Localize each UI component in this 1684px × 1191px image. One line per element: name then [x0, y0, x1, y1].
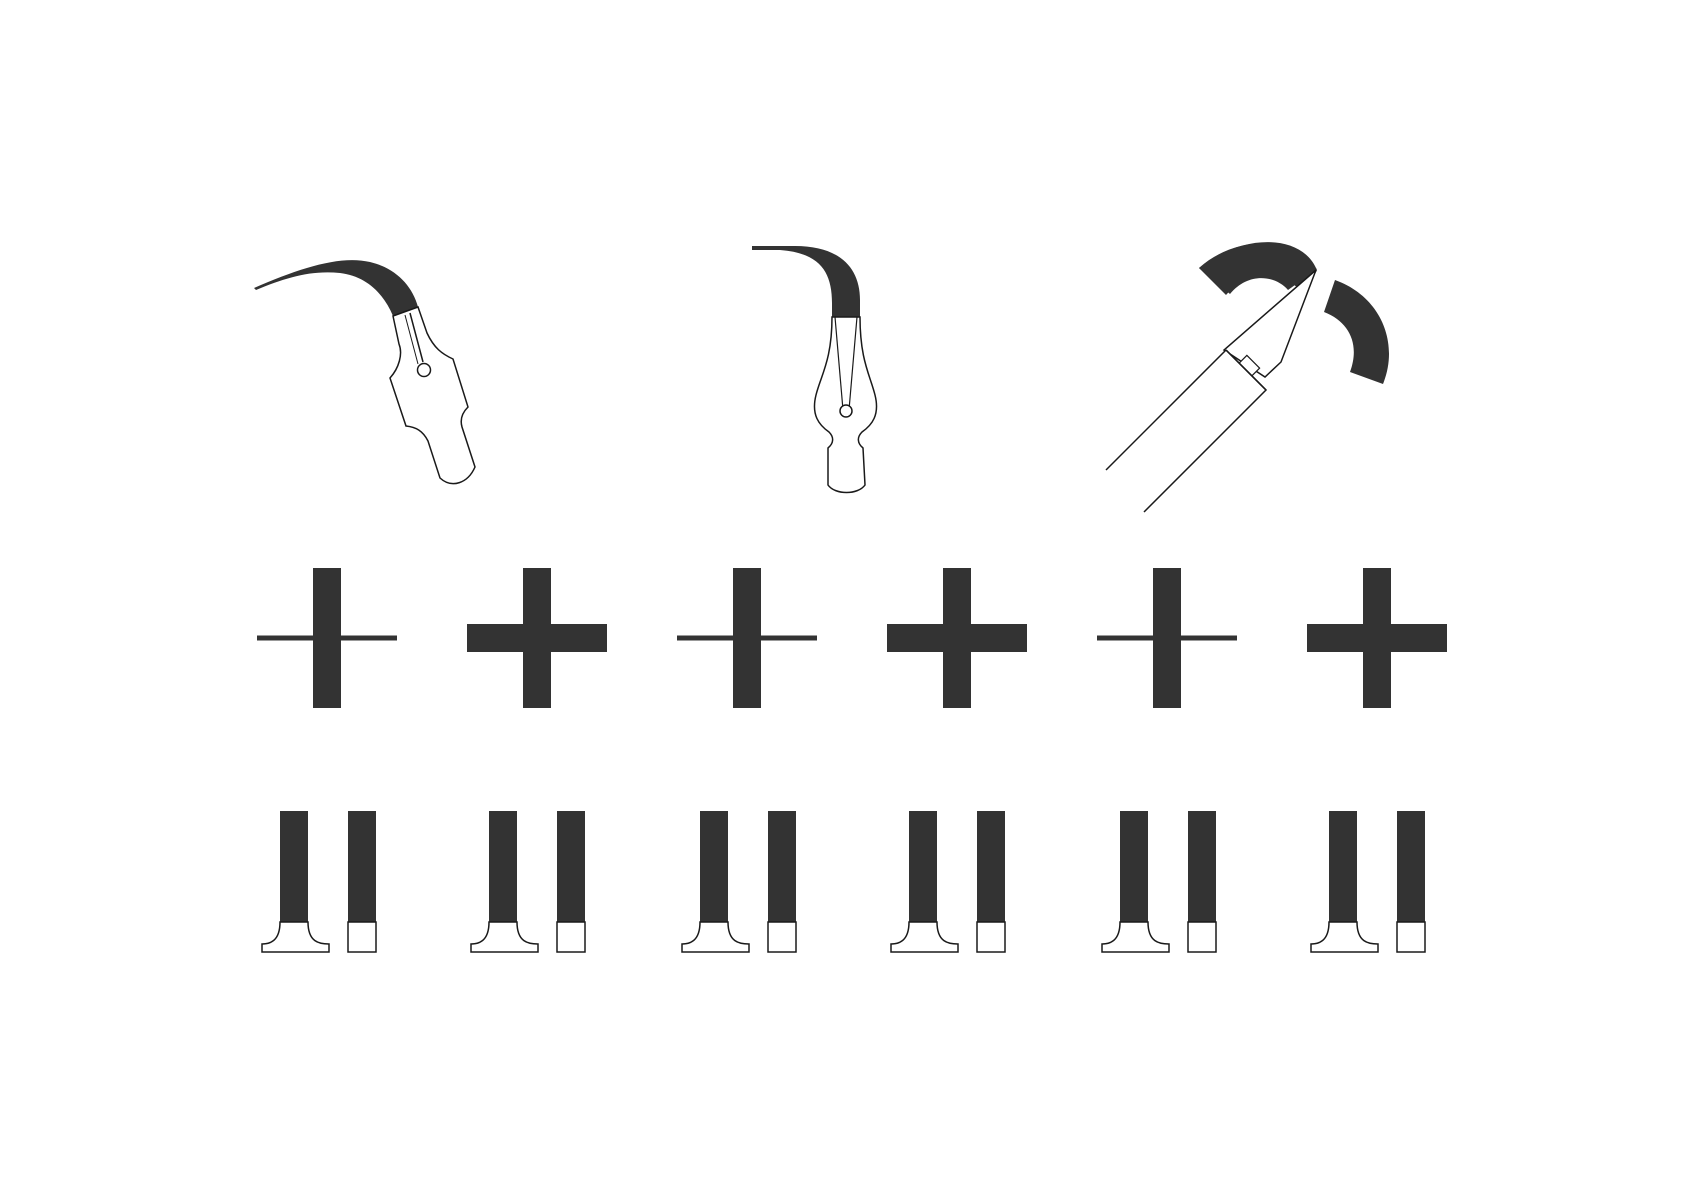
cross-2	[467, 568, 607, 708]
cross-5	[1097, 568, 1237, 708]
stem-right-square-foot	[767, 921, 797, 953]
cross-6	[1307, 568, 1447, 708]
stem-left-serif-foot	[1310, 921, 1379, 953]
stem-left-bar	[700, 811, 728, 922]
nib-oblique-slit	[409, 312, 424, 363]
nib-broad-edge-edge-line	[1225, 349, 1267, 391]
nib-broad-edge-body	[1222, 269, 1317, 378]
stem-right-bar	[1397, 811, 1425, 922]
cross-4	[887, 568, 1027, 708]
nib-oblique-icon	[254, 260, 476, 485]
stem-right-bar	[348, 811, 376, 922]
nib-oblique-slit-2	[404, 314, 419, 365]
stem-right-bar	[557, 811, 585, 922]
cross-horizontal-thin-bar	[257, 635, 397, 641]
stem-right-square-foot	[1396, 921, 1426, 953]
cross-3	[677, 568, 817, 708]
stem-pair-2	[470, 811, 586, 953]
stem-pair-1	[261, 811, 377, 953]
stem-pair-5	[1101, 811, 1217, 953]
cross-1	[257, 568, 397, 708]
stem-left-bar	[280, 811, 308, 922]
cross-horizontal-thick-bar	[467, 624, 607, 652]
stem-left-serif-foot	[261, 921, 330, 953]
stem-left-bar	[489, 811, 517, 922]
nib-broad-edge-icon	[1105, 242, 1390, 513]
stem-left-bar	[909, 811, 937, 922]
cross-horizontal-thin-bar	[1097, 635, 1237, 641]
stem-right-square-foot	[347, 921, 377, 953]
stem-pair-6	[1310, 811, 1426, 953]
nib-straight-slit-left	[834, 316, 844, 411]
stem-right-square-foot	[1187, 921, 1217, 953]
stem-left-serif-foot	[890, 921, 959, 953]
stem-right-bar	[1188, 811, 1216, 922]
stems-row	[261, 811, 1426, 953]
stem-left-bar	[1329, 811, 1357, 922]
stem-right-square-foot	[976, 921, 1006, 953]
stem-right-bar	[768, 811, 796, 922]
nib-straight-icon	[752, 246, 878, 494]
nib-oblique-breather-hole	[416, 362, 432, 378]
nib-broad-edge-holder	[1105, 349, 1268, 513]
stem-pair-4	[890, 811, 1006, 953]
nib-oblique-body	[389, 306, 476, 485]
nib-straight-stroke	[752, 246, 860, 317]
nib-oblique-stroke	[254, 260, 418, 316]
nib-straight-breather-hole	[839, 404, 853, 418]
nib-straight-slit-right	[848, 316, 858, 411]
nib-broad-edge-arc-top-2	[1199, 243, 1316, 294]
crosses-row	[257, 568, 1447, 708]
stem-right-square-foot	[556, 921, 586, 953]
cross-horizontal-thick-bar	[887, 624, 1027, 652]
stem-left-serif-foot	[681, 921, 750, 953]
stem-left-bar	[1120, 811, 1148, 922]
stem-right-bar	[977, 811, 1005, 922]
stem-pair-3	[681, 811, 797, 953]
cross-horizontal-thin-bar	[677, 635, 817, 641]
nib-broad-edge-arc-right	[1324, 280, 1390, 384]
stem-left-serif-foot	[470, 921, 539, 953]
cross-horizontal-thick-bar	[1307, 624, 1447, 652]
stem-left-serif-foot	[1101, 921, 1170, 953]
